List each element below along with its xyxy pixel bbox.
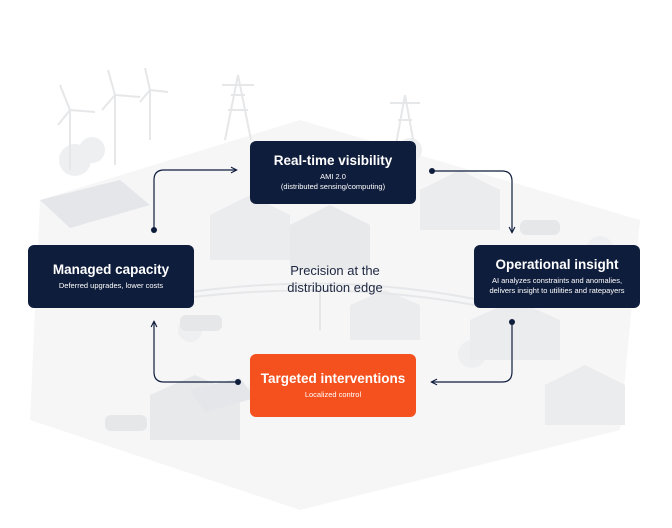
node-subtitle-line: delivers insight to utilities and ratepa… — [489, 286, 625, 295]
arrow-interventions-to-capacity — [154, 322, 238, 383]
center-label: Precision at the distribution edge — [287, 263, 383, 295]
arrow-start-dot — [429, 168, 435, 174]
arrow-insight-to-interventions — [432, 322, 513, 382]
arrow-start-dot — [151, 227, 157, 233]
arrow-realtime-to-insight — [432, 170, 512, 232]
node-subtitle-line: Deferred upgrades, lower costs — [58, 281, 164, 290]
node-subtitle-line: (distributed sensing/computing) — [280, 182, 386, 191]
arrow-capacity-to-realtime — [153, 170, 236, 230]
node-title: Managed capacity — [52, 262, 170, 277]
node-subtitle-line: AI analyzes constraints and anomalies, — [491, 276, 623, 285]
node-managed-capacity: Managed capacity Deferred upgrades, lowe… — [28, 245, 194, 308]
node-title: Targeted interventions — [260, 371, 406, 386]
node-title: Operational insight — [495, 257, 619, 272]
arrow-start-dot — [235, 379, 241, 385]
node-targeted-interventions: Targeted interventions Localized control — [250, 354, 416, 417]
node-title: Real-time visibility — [273, 153, 393, 168]
node-operational-insight: Operational insight AI analyzes constrai… — [474, 245, 640, 308]
node-subtitle-line: Localized control — [304, 390, 362, 399]
node-subtitle-line: AMI 2.0 — [320, 172, 346, 181]
node-real-time-visibility: Real-time visibility AMI 2.0 (distribute… — [250, 141, 416, 204]
arrow-start-dot — [509, 319, 515, 325]
